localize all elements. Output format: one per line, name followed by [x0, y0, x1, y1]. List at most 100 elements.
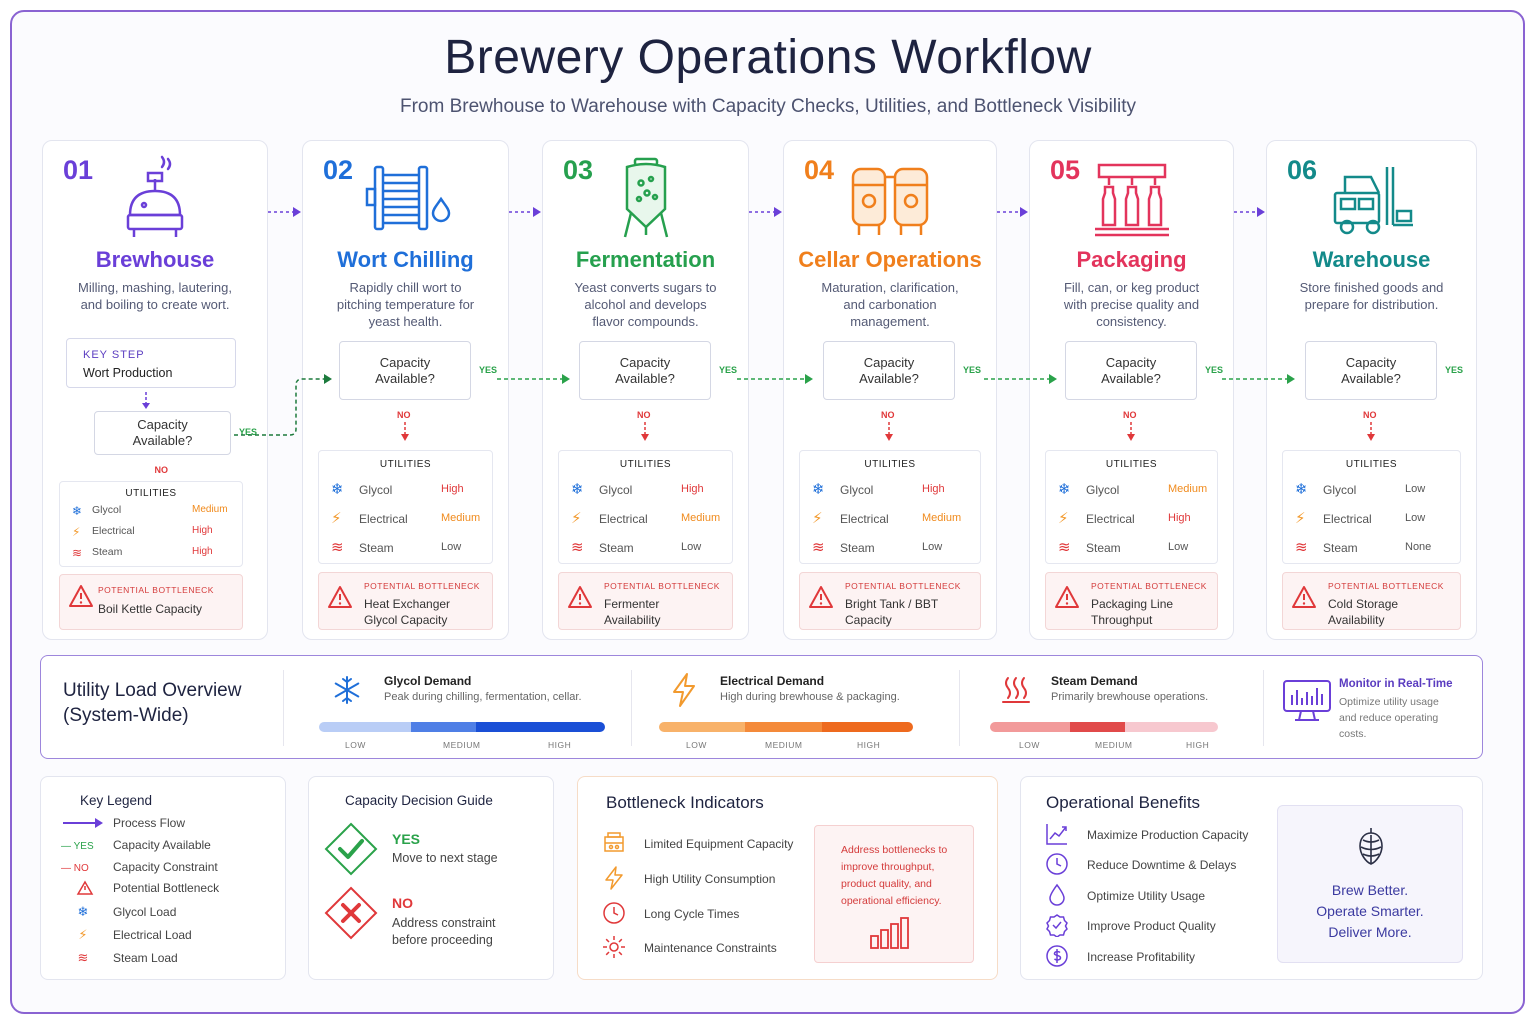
capacity-check[interactable]: Capacity Available?	[579, 341, 711, 400]
monitor-title: Monitor in Real-Time	[1339, 678, 1453, 690]
bottleneck-label: POTENTIAL BOTTLENECK	[1328, 581, 1444, 591]
glycol-demand-desc: Peak during chilling, fermentation, cell…	[384, 691, 582, 703]
arrow-down-icon	[1127, 422, 1135, 441]
overview-title: Utility Load Overview (System-Wide)	[63, 680, 242, 726]
legend-label: Process Flow	[113, 816, 186, 830]
utilities-title: UTILITIES	[619, 459, 672, 470]
decision-title: Capacity Decision Guide	[345, 793, 493, 808]
steam-demand-title: Steam Demand	[1051, 674, 1138, 688]
slogan-line-3: Deliver More.	[1328, 924, 1412, 940]
stage-name: Cellar Operations	[798, 247, 982, 272]
steam-demand-bar	[990, 722, 1218, 732]
bar-label-low: LOW	[1019, 740, 1040, 750]
capacity-check-label: Capacity Available?	[1341, 354, 1401, 386]
benefit-label: Maximize Production Capacity	[1087, 828, 1249, 842]
snowflake-icon: ❄	[331, 481, 344, 498]
steam-icon: ≋	[72, 546, 83, 560]
yes-label: YES	[719, 364, 738, 375]
warning-icon	[568, 586, 592, 608]
utility-level: Medium	[441, 512, 481, 524]
lightning-icon	[605, 866, 623, 890]
no-label: NO	[154, 465, 169, 475]
stage-name: Brewhouse	[95, 247, 215, 272]
capacity-check-label: Capacity Available?	[375, 354, 435, 386]
steam-icon: ≋	[812, 539, 825, 556]
hop-icon	[1359, 828, 1383, 865]
bottleneck-label: Limited Equipment Capacity	[644, 837, 794, 851]
utility-level: Low	[441, 541, 462, 553]
process-flow-arrow	[1234, 207, 1265, 217]
legend-label: Steam Load	[113, 951, 178, 965]
bottleneck-label: POTENTIAL BOTTLENECK	[364, 581, 480, 591]
gear-icon	[603, 936, 625, 958]
glycol-demand: Glycol Demand Peak during chilling, ferm…	[311, 656, 641, 758]
utility-level: High	[1168, 512, 1191, 524]
key-step-label: KEY STEP	[83, 349, 145, 361]
bar-label-medium: MEDIUM	[765, 740, 803, 750]
utility-level: High	[681, 483, 704, 495]
utility-level: High	[192, 546, 213, 557]
no-label: NO	[881, 410, 895, 420]
utilities-title: UTILITIES	[864, 459, 916, 470]
utility-name: Steam	[840, 541, 875, 555]
capacity-check[interactable]: Capacity Available?	[1305, 341, 1437, 400]
stage-description: Maturation, clarification, and carbonati…	[821, 280, 959, 329]
bottleneck-label: POTENTIAL BOTTLENECK	[98, 585, 214, 595]
legend-label: Potential Bottleneck	[113, 881, 220, 895]
stage-number: 05	[1050, 155, 1081, 185]
arrow-down-icon	[401, 422, 409, 441]
benefit-label: Optimize Utility Usage	[1087, 889, 1206, 903]
utility-load-overview: Utility Load Overview (System-Wide) Glyc…	[40, 655, 1483, 759]
electrical-demand-desc: High during brewhouse & packaging.	[720, 691, 900, 703]
utilities-title: UTILITIES	[125, 488, 177, 499]
utility-level: High	[922, 483, 945, 495]
yes-flow-arrow	[1222, 374, 1295, 384]
snowflake-icon: ❄	[812, 481, 825, 498]
stage-number: 04	[804, 155, 835, 185]
stage-description: Yeast converts sugars to alcohol and dev…	[574, 280, 717, 329]
dollar-icon	[1046, 945, 1068, 967]
capacity-check[interactable]: Capacity Available?	[823, 341, 955, 400]
utility-name: Glycol	[92, 504, 122, 516]
legend-tag: NO	[73, 863, 89, 874]
stage-description: Rapidly chill wort to pitching temperatu…	[336, 280, 475, 329]
electrical-demand-bar	[659, 722, 913, 732]
bottling-line-icon	[1094, 163, 1169, 237]
heat-exchanger-icon	[365, 165, 450, 231]
steam-icon: ≋	[1295, 539, 1308, 556]
capacity-check-label: Capacity Available?	[615, 354, 675, 386]
capacity-check[interactable]: Capacity Available?	[94, 411, 231, 455]
yes-flow-arrow	[497, 374, 570, 384]
capacity-check-label: Capacity Available?	[1101, 354, 1161, 386]
key-step-value: Wort Production	[83, 366, 173, 380]
utility-name: Steam	[1323, 541, 1358, 555]
utility-level: Medium	[192, 504, 228, 515]
steam-demand: Steam Demand Primarily brewhouse operati…	[981, 656, 1281, 758]
bottleneck-label: POTENTIAL BOTTLENECK	[1091, 581, 1207, 591]
capacity-check[interactable]: Capacity Available?	[1065, 341, 1197, 400]
arrow-down-icon	[1367, 422, 1375, 441]
equipment-icon	[604, 832, 624, 852]
utility-name: Steam	[359, 541, 394, 555]
bottleneck-value: Bright Tank / BBT Capacity	[845, 597, 938, 627]
utility-level: High	[192, 525, 213, 536]
snowflake-icon: ❄	[72, 504, 83, 518]
no-label: NO	[397, 410, 411, 420]
key-step-box: KEY STEP Wort Production	[66, 338, 236, 388]
no-label: NO	[1363, 410, 1377, 420]
fermenter-tank-icon	[623, 157, 668, 238]
warning-icon	[328, 586, 352, 608]
yes-flow-arrow	[984, 374, 1057, 384]
decision-no-title: NO	[392, 895, 413, 911]
capacity-check[interactable]: Capacity Available?	[339, 341, 471, 400]
bright-tanks-icon	[851, 167, 929, 235]
yes-label: YES	[1205, 364, 1224, 375]
